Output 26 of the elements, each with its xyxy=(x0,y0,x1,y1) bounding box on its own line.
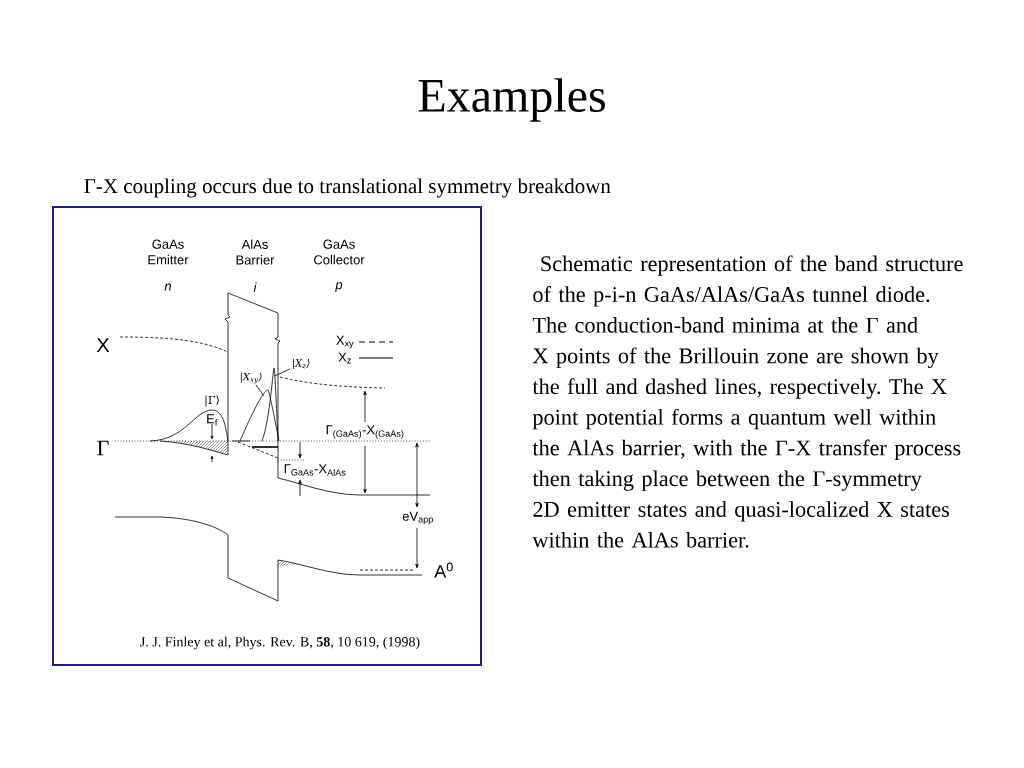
legend-entry: X$_{xy}$ xyxy=(336,335,394,349)
wavefunction-curve xyxy=(261,367,279,442)
state-label: |Γ⟩ xyxy=(205,395,219,407)
band-label: Γ xyxy=(97,440,109,456)
gap-label: Γ$_{GaAs}$-X$_{AlAs}$ xyxy=(284,464,346,476)
description-text: Schematic representation of the band structure of the p-i-n GaAs/AlAs/GaAs tunnel diode. The conduction-band minima at the Γ and X points of the Brillouin zone are shown by the full and dashed lines, respectively. The X point potential forms a quantum well within the AlAs barrier, with the Γ-X transfer process then taking place between the Γ-symmetry 2D emitter states and quasi-localized X states within the AlAs barrier. xyxy=(532,255,963,548)
region-label: GaAs Collector xyxy=(314,239,365,265)
region-label: GaAs Emitter xyxy=(148,239,189,265)
state-label: |X$_{z}$⟩ xyxy=(293,359,310,369)
band-label: A$^{0}$ xyxy=(434,562,453,578)
gap-label: Γ$_{(GaAs)}$-X$_{(GaAs)}$ xyxy=(326,425,404,439)
title: Examples xyxy=(418,78,605,122)
leader-line xyxy=(274,368,291,377)
doping-label: i xyxy=(253,282,257,292)
wavefunction-curve xyxy=(239,389,280,442)
doping-label: n xyxy=(164,283,171,291)
region-label: AlAs Barrier xyxy=(236,239,275,265)
leader-line xyxy=(255,384,265,397)
subtitle: Γ-X coupling occurs due to translational symmetry breakdown xyxy=(84,178,611,198)
legend-entry: X$_{z}$ xyxy=(338,352,394,364)
doping-label: p xyxy=(335,282,343,292)
voltage-label: eV$_{app}$ xyxy=(402,511,433,525)
band-label: X xyxy=(96,338,110,352)
level-label: E$_{f}$ xyxy=(207,414,218,426)
citation: J. J. Finley et al, Phys. Rev. B, 58, 10 619, (1998) xyxy=(140,636,420,650)
state-label: |X$_{xy}$⟩ xyxy=(240,372,262,384)
